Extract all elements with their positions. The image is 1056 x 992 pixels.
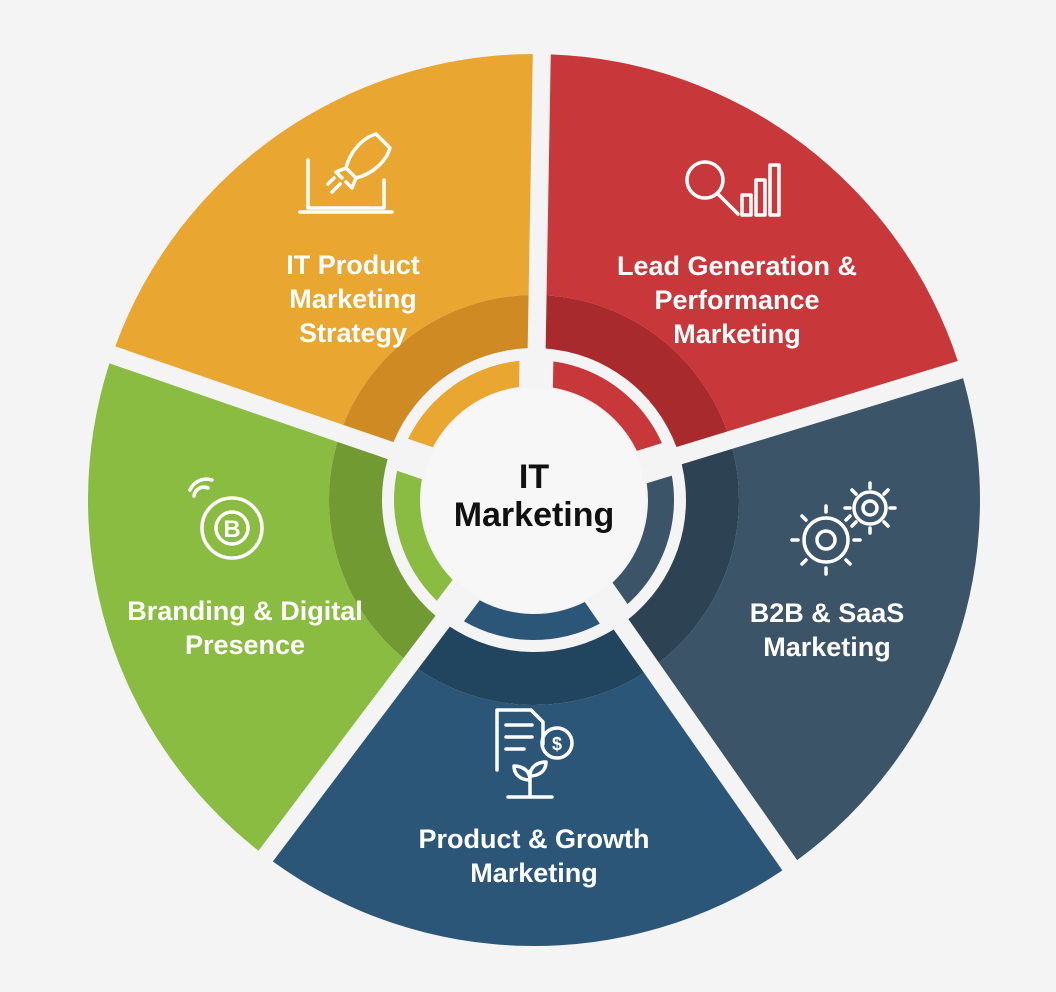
segment-outer-branding bbox=[87, 363, 404, 851]
segment-inner-arc-it-product bbox=[408, 360, 520, 448]
segment-inner-band-lead-generation bbox=[545, 295, 728, 448]
segment-label-b2b-saas: B2B & SaaS Marketing bbox=[750, 598, 905, 662]
svg-text:$: $ bbox=[552, 734, 562, 754]
segment-inner-band-it-product bbox=[343, 295, 529, 443]
segment-inner-band-b2b-saas bbox=[628, 448, 739, 663]
svg-text:Marketing: Marketing bbox=[673, 319, 801, 349]
laptop-rocket-icon bbox=[298, 132, 394, 214]
svg-text:Lead Generation &: Lead Generation & bbox=[617, 251, 857, 281]
segment-label-it-product: IT Product Marketing Strategy bbox=[286, 250, 420, 348]
segment-label-lead-generation: Lead Generation & Performance Marketing bbox=[617, 251, 857, 349]
svg-text:Presence: Presence bbox=[185, 630, 305, 660]
gears-icon bbox=[790, 481, 897, 576]
svg-text:Strategy: Strategy bbox=[299, 318, 407, 348]
globe-brand-icon: B bbox=[188, 477, 264, 560]
segment-inner-band-branding bbox=[329, 441, 436, 659]
svg-text:Marketing: Marketing bbox=[763, 632, 891, 662]
segment-inner-band-product-growth bbox=[417, 626, 645, 705]
segment-inner-arc-branding bbox=[394, 470, 453, 601]
segment-inner-arc-product-growth bbox=[463, 600, 600, 640]
segment-label-branding: Branding & Digital Presence bbox=[127, 596, 363, 660]
center-title-line2: Marketing bbox=[454, 496, 615, 534]
svg-text:B2B & SaaS: B2B & SaaS bbox=[750, 598, 905, 628]
magnifier-chart-icon bbox=[685, 160, 781, 217]
document-dollar-plant-icon: $ bbox=[495, 708, 574, 799]
segment-outer-it-product bbox=[115, 54, 533, 425]
svg-text:Product & Growth: Product & Growth bbox=[419, 824, 650, 854]
svg-text:Marketing: Marketing bbox=[470, 858, 598, 888]
svg-text:B: B bbox=[223, 516, 240, 543]
svg-text:Marketing: Marketing bbox=[289, 284, 417, 314]
segment-outer-lead-generation bbox=[546, 54, 958, 432]
segment-outer-product-growth bbox=[272, 668, 783, 946]
segment-label-product-growth: Product & Growth Marketing bbox=[419, 824, 650, 888]
segment-inner-arc-b2b-saas bbox=[612, 475, 674, 605]
svg-text:Performance: Performance bbox=[654, 285, 819, 315]
center-circle bbox=[422, 388, 646, 612]
segment-inner-arc-lead-generation bbox=[552, 361, 662, 451]
center-title-line1: IT bbox=[519, 458, 549, 496]
svg-text:IT Product: IT Product bbox=[286, 250, 420, 280]
segment-outer-b2b-saas bbox=[658, 378, 981, 861]
svg-text:Branding & Digital: Branding & Digital bbox=[127, 596, 363, 626]
